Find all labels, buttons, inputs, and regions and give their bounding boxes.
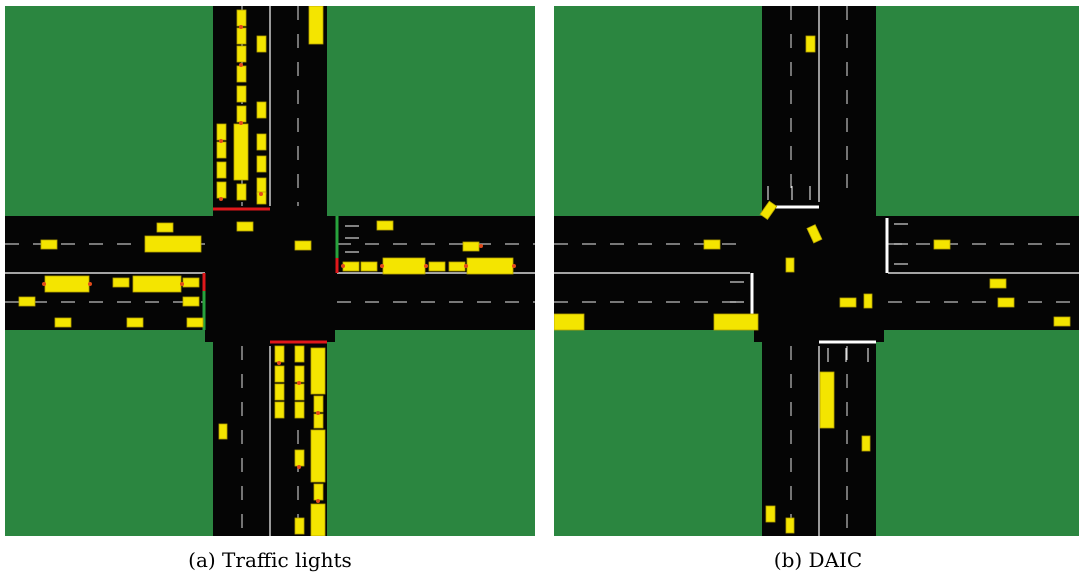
car <box>236 183 247 201</box>
caption-daic: (b) DAIC <box>773 548 863 572</box>
car <box>294 401 305 419</box>
car <box>294 449 305 467</box>
car <box>294 345 305 363</box>
intersection-box <box>754 224 884 342</box>
car <box>156 222 174 233</box>
car <box>236 105 247 123</box>
car <box>294 240 312 251</box>
truck <box>310 503 326 536</box>
car <box>236 27 247 45</box>
car <box>294 517 305 535</box>
car <box>216 181 227 199</box>
intersection-box <box>205 224 335 342</box>
car <box>236 45 247 63</box>
intersection-traffic-lights <box>5 6 535 536</box>
car <box>126 317 144 328</box>
car <box>236 221 254 232</box>
car <box>256 133 267 151</box>
panel-traffic-lights <box>5 6 535 536</box>
car <box>186 317 204 328</box>
car <box>256 101 267 119</box>
car <box>448 261 466 272</box>
car <box>313 395 324 413</box>
car <box>218 423 228 440</box>
truck <box>44 275 90 293</box>
car <box>256 155 267 173</box>
truck <box>382 257 426 275</box>
car <box>806 224 823 244</box>
car <box>313 413 324 429</box>
car <box>216 123 227 141</box>
car <box>54 317 72 328</box>
car <box>236 85 247 103</box>
truck <box>233 123 249 181</box>
truck <box>310 429 326 483</box>
car <box>360 261 378 272</box>
car <box>182 277 200 288</box>
lane-markings-horizontal <box>554 243 1079 303</box>
car <box>376 220 394 231</box>
car <box>112 277 130 288</box>
car <box>256 35 267 53</box>
car <box>428 261 446 272</box>
truck <box>308 6 324 45</box>
car <box>274 345 285 363</box>
caption-traffic-lights: (a) Traffic lights <box>188 548 352 572</box>
car <box>256 191 267 205</box>
car <box>216 141 227 159</box>
car <box>863 293 873 309</box>
car <box>236 9 247 27</box>
car <box>933 239 951 250</box>
car <box>759 200 778 220</box>
vehicles-traffic-lights <box>18 6 514 536</box>
car <box>765 505 776 523</box>
car <box>236 65 247 83</box>
car <box>274 365 285 383</box>
car <box>40 239 58 250</box>
truck <box>132 275 182 293</box>
car <box>805 35 816 53</box>
car <box>274 401 285 419</box>
truck <box>466 257 514 275</box>
lane-arrows <box>345 225 359 253</box>
car <box>703 239 721 250</box>
car <box>997 297 1015 308</box>
intersection-daic <box>554 6 1079 536</box>
lane-markings-vertical <box>790 6 848 536</box>
car <box>861 435 871 452</box>
car <box>1053 316 1071 327</box>
truck <box>554 313 585 331</box>
car <box>294 365 305 383</box>
car <box>216 161 227 179</box>
car <box>785 257 795 273</box>
car <box>462 241 480 252</box>
truck <box>819 371 835 429</box>
truck <box>310 347 326 395</box>
panel-daic <box>554 6 1079 536</box>
car <box>342 261 360 272</box>
car <box>839 297 857 308</box>
car <box>274 383 285 401</box>
car <box>294 383 305 401</box>
lane-arrows <box>730 186 908 362</box>
car <box>182 296 200 307</box>
lane-markings-horizontal <box>5 243 535 303</box>
car <box>18 296 36 307</box>
brake-lights <box>42 25 516 503</box>
truck <box>144 235 202 253</box>
car <box>785 517 795 534</box>
car <box>313 483 324 501</box>
car <box>989 278 1007 289</box>
vehicles-daic <box>554 35 1071 534</box>
truck <box>713 313 759 331</box>
